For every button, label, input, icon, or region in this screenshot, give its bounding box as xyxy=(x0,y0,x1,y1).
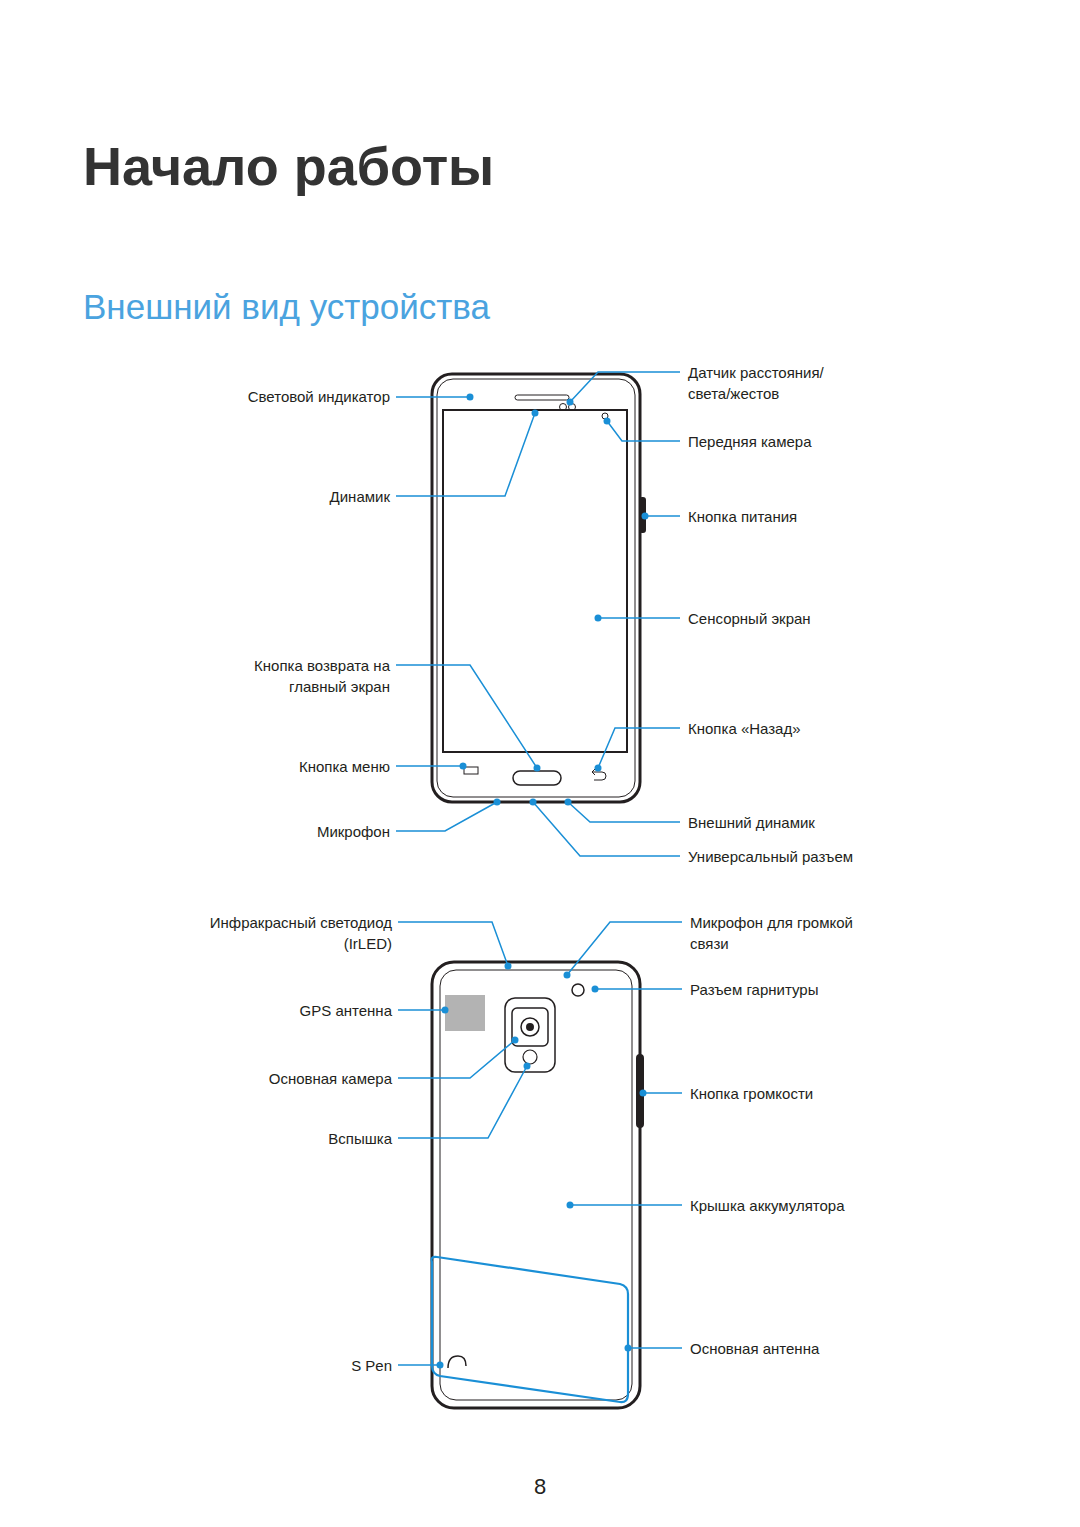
camera-module xyxy=(505,998,555,1072)
leader-line xyxy=(396,413,535,496)
leader-line xyxy=(398,1066,527,1138)
back-phone xyxy=(432,962,643,1408)
main-camera xyxy=(521,1018,539,1036)
leader-line xyxy=(398,1040,515,1078)
callout-label: Кнопка меню xyxy=(190,756,390,777)
callout-label: Основная камера xyxy=(192,1068,392,1089)
back-housing xyxy=(432,962,640,1408)
leader-line xyxy=(595,988,682,990)
leader-line xyxy=(643,1092,682,1094)
leader-line xyxy=(398,1009,445,1011)
callout-label: Вспышка xyxy=(192,1128,392,1149)
leader-line xyxy=(570,372,680,402)
callout-label: Микрофон для громкой связи xyxy=(690,912,860,954)
home-key xyxy=(513,771,561,785)
touch-screen xyxy=(443,410,627,752)
battery-cover xyxy=(440,970,632,1400)
page-title: Начало работы xyxy=(83,134,494,198)
leader-dots xyxy=(437,394,649,1369)
leader-line xyxy=(533,802,680,856)
callout-label: GPS антенна xyxy=(192,1000,392,1021)
leader-line xyxy=(568,802,680,822)
front-housing xyxy=(432,374,640,802)
callout-label: Кнопка громкости xyxy=(690,1083,890,1104)
leader-line xyxy=(396,765,463,767)
callout-label: Датчик расстояния/ света/жестов xyxy=(688,362,838,404)
callout-label: Кнопка «Назад» xyxy=(688,718,888,739)
leader-line xyxy=(570,1204,682,1206)
subtitle: Внешний вид устройства xyxy=(83,286,783,328)
leader-lines xyxy=(396,372,682,1402)
callout-label: Крышка аккумулятора xyxy=(690,1195,910,1216)
callout-label: Универсальный разъем xyxy=(688,846,938,867)
callout-label: Сенсорный экран xyxy=(688,608,888,629)
gps-antenna xyxy=(445,995,485,1031)
speaker-grille xyxy=(515,395,569,400)
flash xyxy=(523,1050,537,1064)
leader-line xyxy=(398,1364,440,1366)
front-phone xyxy=(432,374,645,802)
leader-line xyxy=(607,421,680,441)
leader-line xyxy=(645,515,680,517)
leader-line xyxy=(396,396,470,398)
leader-line xyxy=(396,665,537,768)
leader-line xyxy=(598,617,680,619)
callout-label: Световой индикатор xyxy=(150,386,390,407)
leader-line xyxy=(628,1347,682,1349)
leader-line xyxy=(567,922,682,975)
s-pen xyxy=(448,1356,466,1368)
callout-label: S Pen xyxy=(192,1355,392,1376)
headset-jack xyxy=(572,984,584,996)
callout-label: Динамик xyxy=(190,486,390,507)
front-bezel xyxy=(437,379,635,797)
callout-label: Разъем гарнитуры xyxy=(690,979,890,1000)
leader-line xyxy=(598,728,680,768)
callout-label: Кнопка возврата на главный экран xyxy=(230,655,390,697)
callout-label: Внешний динамик xyxy=(688,812,888,833)
antenna-bracket xyxy=(432,1257,628,1402)
callout-label: Передняя камера xyxy=(688,431,888,452)
callout-label: Микрофон xyxy=(190,821,390,842)
sensor xyxy=(560,404,567,411)
camera-frame xyxy=(512,1008,548,1046)
leader-line xyxy=(398,922,508,966)
callout-label: Основная антенна xyxy=(690,1338,890,1359)
callout-label: Инфракрасный светодиод (IrLED) xyxy=(192,912,392,954)
camera-lens xyxy=(527,1024,533,1030)
page-number: 8 xyxy=(510,1474,570,1500)
leader-line xyxy=(396,802,497,831)
callout-label: Кнопка питания xyxy=(688,506,888,527)
menu-key xyxy=(464,767,478,774)
